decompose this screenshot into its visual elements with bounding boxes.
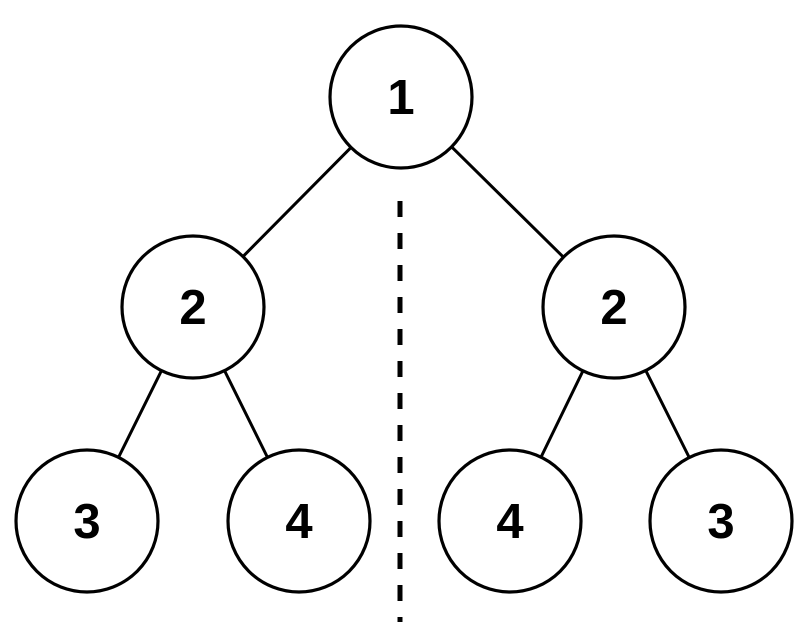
tree-node-label: 2 [600, 281, 627, 335]
tree-node-left-right: 4 [226, 448, 372, 594]
tree-node-label: 3 [707, 495, 734, 549]
tree-node-right-right: 3 [648, 448, 794, 594]
tree-node-circle [648, 448, 794, 594]
tree-edge-right-child-to-right-right [644, 369, 691, 459]
tree-edge-root-to-left-child [241, 145, 353, 259]
tree-node-right-child: 2 [541, 234, 687, 380]
tree-node-circle [14, 448, 160, 594]
tree-node-label: 1 [387, 71, 414, 125]
tree-node-label: 4 [496, 495, 523, 549]
tree-node-root: 1 [328, 24, 474, 170]
tree-node-circle [437, 448, 583, 594]
tree-node-circle [226, 448, 372, 594]
tree-node-circle [328, 24, 474, 170]
tree-node-left-left: 3 [14, 448, 160, 594]
tree-node-circle [120, 234, 266, 380]
tree-edge-right-child-to-right-left [539, 369, 585, 459]
tree-edge-left-child-to-left-right [223, 369, 269, 459]
tree-node-label: 4 [285, 495, 312, 549]
tree-edge-root-to-right-child [450, 145, 565, 259]
tree-node-circle [541, 234, 687, 380]
tree-node-left-child: 2 [120, 234, 266, 380]
tree-node-label: 2 [179, 281, 206, 335]
tree-node-label: 3 [73, 495, 100, 549]
tree-edge-left-child-to-left-left [117, 369, 163, 459]
tree-node-right-left: 4 [437, 448, 583, 594]
